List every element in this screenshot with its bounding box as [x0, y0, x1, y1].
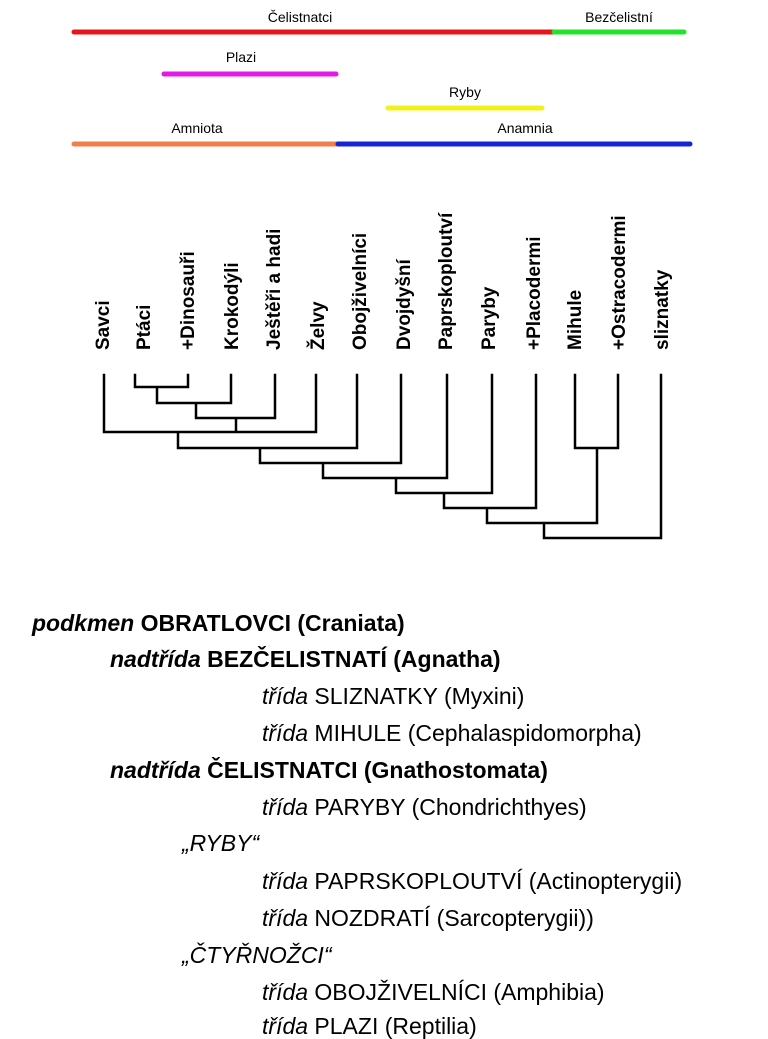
- rank: podkmen: [32, 610, 141, 636]
- taxonomy-line-trida: třída SLIZNATKY (Myxini): [262, 685, 524, 708]
- bar-label-anamnia: Anamnia: [497, 120, 552, 136]
- taxon-label: Savci: [93, 300, 114, 350]
- rank: třída: [262, 720, 315, 746]
- taxon-label: Ptáci: [134, 305, 155, 350]
- taxon-label: Dvojdyšní: [394, 258, 415, 350]
- taxonomy-line-nadtrida: nadtřída BEZČELISTNATÍ (Agnatha): [110, 648, 501, 671]
- taxon-label: Paprskoploutví: [436, 212, 457, 350]
- taxon-label: Želvy: [307, 301, 329, 350]
- taxon-label: Mihule: [565, 290, 586, 350]
- taxon-label: sliznatky: [652, 269, 673, 350]
- taxon-labels: Savci Ptáci +Dinosauři Krokodýli Ještěři…: [93, 212, 673, 350]
- rank: třída: [262, 794, 315, 820]
- rank: třída: [262, 868, 315, 894]
- bar-label-amniota: Amniota: [171, 120, 223, 136]
- taxon-name: OBOJŽIVELNÍCI (Amphibia): [314, 979, 605, 1005]
- rank: třída: [262, 905, 315, 931]
- taxon-name: MIHULE (Cephalaspidomorpha): [314, 720, 642, 746]
- taxonomy-group-ryby: „RYBY“: [182, 830, 260, 856]
- taxonomy-line-trida: třída MIHULE (Cephalaspidomorpha): [262, 722, 642, 745]
- taxonomy-line-trida: třída NOZDRATÍ (Sarcopterygii)): [262, 907, 594, 930]
- taxonomy-line-trida: třída OBOJŽIVELNÍCI (Amphibia): [262, 981, 605, 1004]
- bar-label-bezcelistni: Bezčelistní: [585, 9, 653, 25]
- taxon-name: ČELISTNATCI (Gnathostomata): [207, 757, 548, 783]
- group-bar-labels: Čelistnatci Bezčelistní Plazi Ryby Amnio…: [171, 9, 653, 136]
- bar-label-celistnatci: Čelistnatci: [268, 9, 333, 25]
- taxonomy-line-trida: třída PAPRSKOPLOUTVÍ (Actinopterygii): [262, 870, 682, 893]
- taxon-name: PAPRSKOPLOUTVÍ (Actinopterygii): [314, 868, 683, 894]
- taxonomy-line-trida: třída PLAZI (Reptilia): [262, 1015, 477, 1038]
- rank: třída: [262, 979, 315, 1005]
- rank: třída: [262, 683, 315, 709]
- taxon-label: +Placodermi: [524, 236, 545, 350]
- taxon-label: +Dinosauři: [178, 251, 199, 350]
- taxon-name: OBRATLOVCI (Craniata): [140, 610, 405, 636]
- taxon-name: PARYBY (Chondrichthyes): [314, 794, 587, 820]
- taxon-label: Obojživelníci: [350, 233, 371, 350]
- taxon-name: SLIZNATKY (Myxini): [314, 683, 525, 709]
- taxon-label: Ještěři a hadi: [264, 229, 285, 350]
- taxon-name: BEZČELISTNATÍ (Agnatha): [207, 646, 501, 672]
- taxonomy-line-podkmen: podkmen OBRATLOVCI (Craniata): [32, 612, 405, 635]
- group-bars: [71, 29, 693, 147]
- cladogram-diagram: Čelistnatci Bezčelistní Plazi Ryby Amnio…: [71, 9, 693, 540]
- rank: nadtřída: [110, 757, 208, 783]
- taxon-label: Krokodýli: [222, 262, 243, 350]
- taxonomy-line-trida: třída PARYBY (Chondrichthyes): [262, 796, 587, 819]
- taxonomy-line-nadtrida: nadtřída ČELISTNATCI (Gnathostomata): [110, 759, 548, 782]
- cladogram-tree: [102, 373, 663, 540]
- bar-label-plazi: Plazi: [226, 49, 256, 65]
- rank: třída: [262, 1013, 315, 1039]
- rank: nadtřída: [110, 646, 208, 672]
- taxon-label: +Ostracodermi: [609, 215, 630, 350]
- taxon-name: NOZDRATÍ (Sarcopterygii)): [314, 905, 594, 931]
- taxon-label: Paryby: [479, 286, 500, 350]
- taxon-name: PLAZI (Reptilia): [314, 1013, 477, 1039]
- bar-label-ryby: Ryby: [449, 84, 481, 100]
- taxonomy-group-ctyrnozci: „ČTYŘNOŽCI“: [182, 942, 332, 968]
